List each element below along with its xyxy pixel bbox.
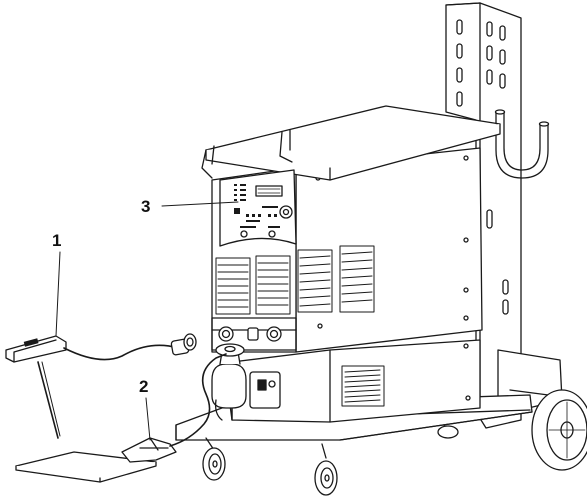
callout-2: 2: [139, 377, 148, 396]
earth-cable: [169, 353, 227, 447]
electrode-cable: [63, 344, 179, 361]
callout-3: 3: [141, 197, 150, 216]
trolley-column: [445, 2, 522, 429]
front-caster-right: [314, 443, 338, 496]
rear-wheel: [531, 389, 587, 471]
callout-1: 1: [52, 231, 61, 250]
earth-clamp: [121, 437, 177, 463]
gas-regulator: [211, 343, 247, 421]
leader-lines: [55, 201, 239, 441]
workpiece-plate: [15, 451, 157, 483]
rear-caster: [437, 424, 459, 439]
wire-feeder-unit: [231, 339, 481, 423]
top-shelf: [205, 105, 501, 181]
electrode-holder: [5, 335, 67, 439]
power-source-body: [211, 147, 483, 353]
output-sockets: [211, 317, 297, 351]
carry-handle: [201, 129, 293, 179]
control-panel: [219, 169, 297, 247]
front-caster-left: [202, 437, 226, 481]
cable-hook: [494, 109, 550, 179]
cable-connector-plug: [170, 333, 197, 356]
